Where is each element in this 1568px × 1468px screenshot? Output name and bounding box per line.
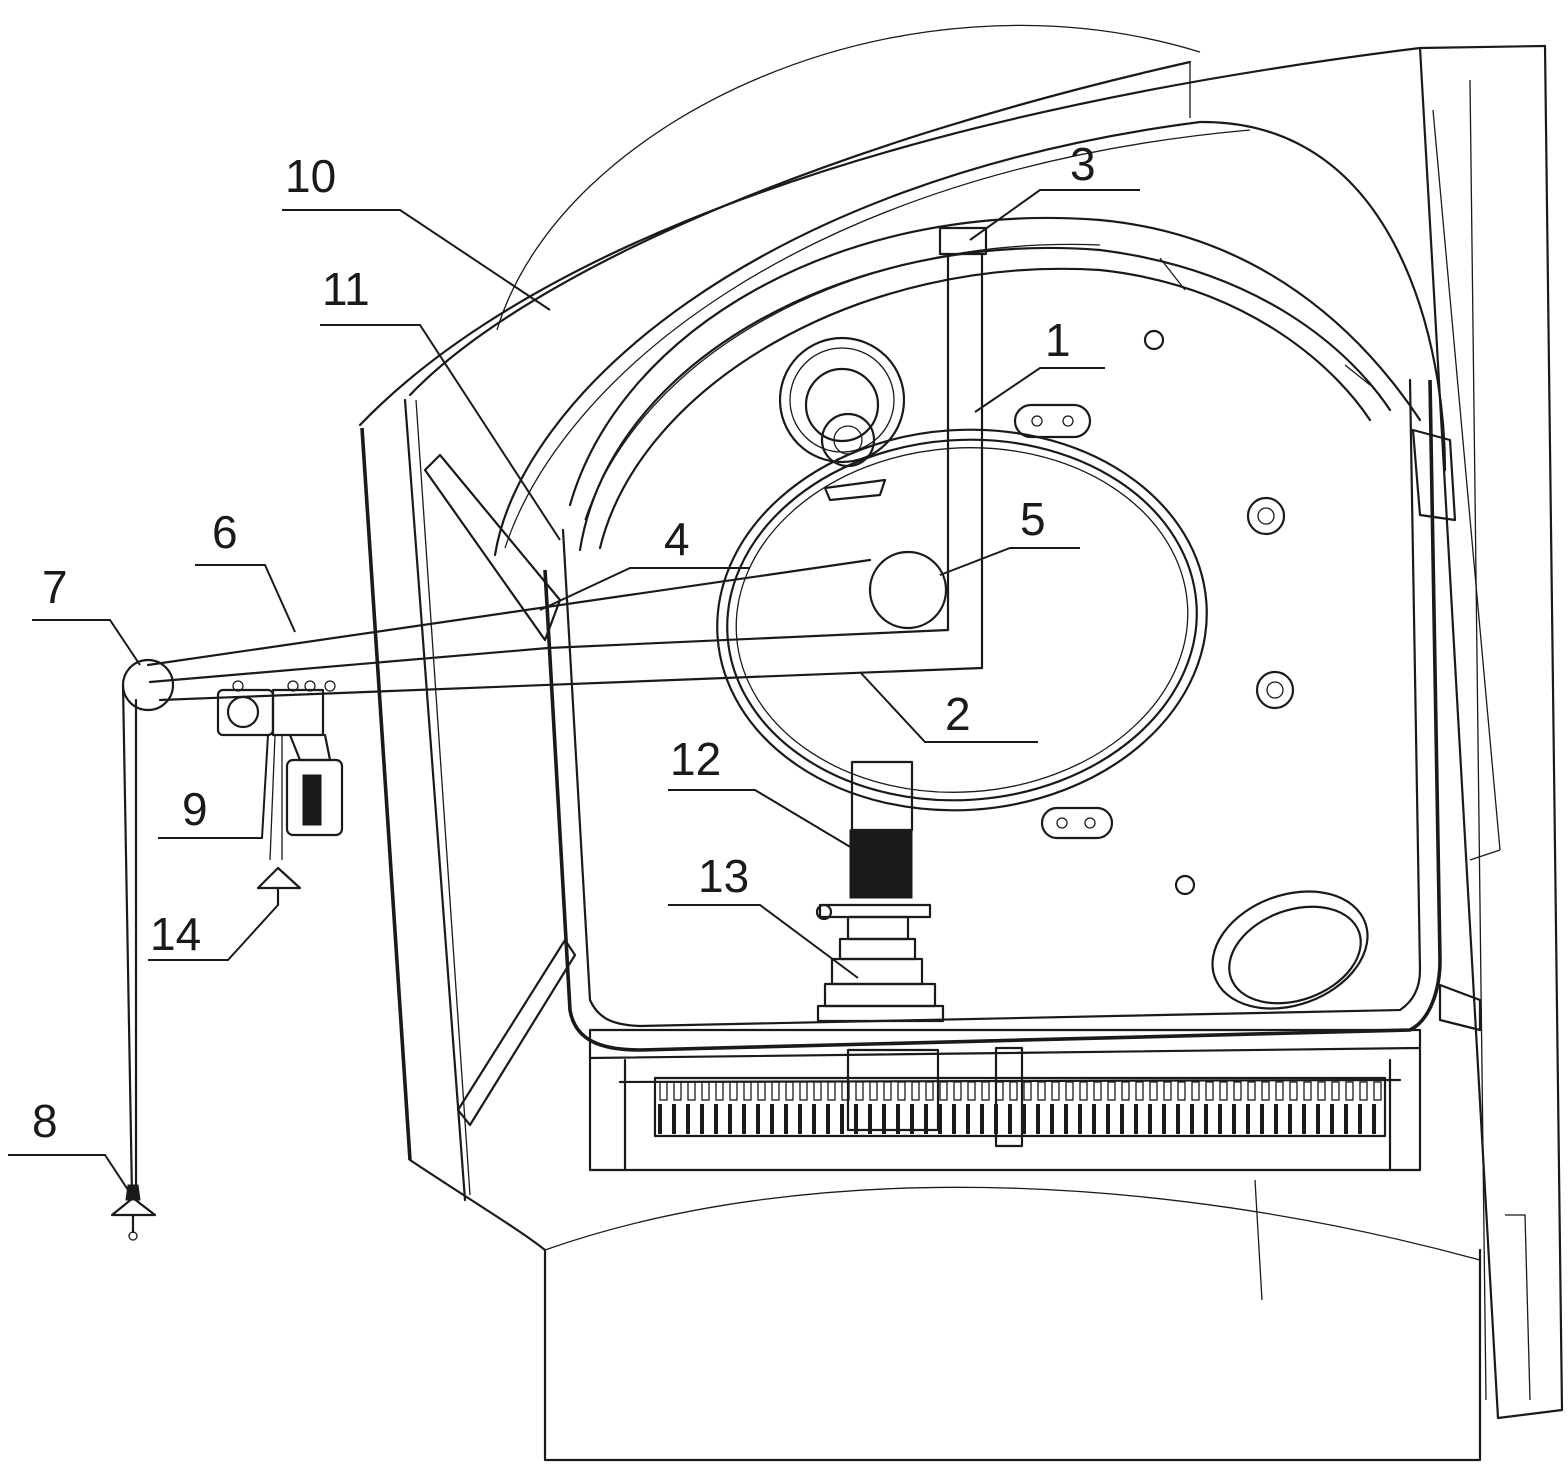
rack-tooth bbox=[715, 1081, 724, 1101]
rack-tooth bbox=[1023, 1081, 1032, 1101]
rack-tooth bbox=[729, 1081, 738, 1101]
rack-tooth bbox=[1317, 1081, 1326, 1101]
callout-3: 3 bbox=[1070, 138, 1096, 190]
callout-10: 10 bbox=[285, 150, 336, 202]
rack-tooth bbox=[897, 1081, 906, 1101]
rack-tooth bbox=[883, 1081, 892, 1101]
callout-11: 11 bbox=[322, 263, 370, 315]
rack-tooth bbox=[771, 1081, 780, 1101]
central-ring bbox=[716, 428, 1208, 812]
rack-tooth bbox=[939, 1081, 948, 1101]
gear-rack bbox=[588, 1028, 1422, 1172]
rack-tooth bbox=[1373, 1081, 1382, 1101]
rack-tooth bbox=[953, 1081, 962, 1101]
rack-tooth bbox=[855, 1081, 864, 1101]
rack-tooth bbox=[1037, 1081, 1046, 1101]
callout-2: 2 bbox=[945, 688, 971, 740]
column-assembly bbox=[815, 760, 945, 1023]
callout-labels: 10 11 3 1 5 4 6 7 2 12 13 9 14 8 bbox=[32, 138, 1096, 1147]
callout-14: 14 bbox=[150, 908, 201, 960]
rack-tooth bbox=[1093, 1081, 1102, 1101]
rack-tooth bbox=[1121, 1081, 1130, 1101]
rack-tooth bbox=[701, 1081, 710, 1101]
rack-tooth bbox=[967, 1081, 976, 1101]
rack-tooth bbox=[1261, 1081, 1270, 1101]
rack-tooth bbox=[659, 1081, 668, 1101]
rack-tooth bbox=[1191, 1081, 1200, 1101]
rack-tooth bbox=[911, 1081, 920, 1101]
rack-tooth bbox=[827, 1081, 836, 1101]
callout-5: 5 bbox=[1020, 493, 1046, 545]
rack-tooth bbox=[981, 1081, 990, 1101]
rack-tooth bbox=[1303, 1081, 1312, 1101]
rack-tooth bbox=[785, 1081, 794, 1101]
rack-tooth bbox=[799, 1081, 808, 1101]
rack-tooth bbox=[1275, 1081, 1284, 1101]
rack-tooth bbox=[1359, 1081, 1368, 1101]
rack-tooth bbox=[925, 1081, 934, 1101]
rack-tooth bbox=[1065, 1081, 1074, 1101]
rack-tooth bbox=[1177, 1081, 1186, 1101]
housing bbox=[358, 24, 1564, 1462]
rack-tooth bbox=[1233, 1081, 1242, 1101]
callout-12: 12 bbox=[670, 733, 721, 785]
rack-tooth bbox=[869, 1081, 878, 1101]
rack-tooth bbox=[1009, 1081, 1018, 1101]
rack-tooth bbox=[757, 1081, 766, 1101]
callout-9: 9 bbox=[182, 783, 208, 835]
rack-tooth bbox=[1079, 1081, 1088, 1101]
rack-tooth bbox=[1051, 1081, 1060, 1101]
rack-tooth bbox=[1345, 1081, 1354, 1101]
rack-tooth bbox=[1247, 1081, 1256, 1101]
hoist-frame bbox=[158, 226, 988, 702]
fasteners bbox=[1013, 329, 1369, 1010]
rack-tooth bbox=[1107, 1081, 1116, 1101]
rack-tooth bbox=[687, 1081, 696, 1101]
rack-tooth bbox=[813, 1081, 822, 1101]
electric-hoist bbox=[216, 680, 344, 907]
rack-tooth bbox=[1219, 1081, 1228, 1101]
leader-lines bbox=[8, 189, 1140, 1191]
rack-tooth bbox=[1149, 1081, 1158, 1101]
callout-6: 6 bbox=[212, 506, 238, 558]
hook-assembly bbox=[110, 1184, 157, 1241]
rack-tooth bbox=[1289, 1081, 1298, 1101]
callout-4: 4 bbox=[664, 513, 690, 565]
rack-tooth bbox=[1135, 1081, 1144, 1101]
arc-track bbox=[568, 216, 1482, 1032]
callout-7: 7 bbox=[42, 561, 68, 613]
rack-tooth bbox=[743, 1081, 752, 1101]
rack-tooth bbox=[1163, 1081, 1172, 1101]
rack-tooth bbox=[673, 1081, 682, 1101]
callout-8: 8 bbox=[32, 1095, 58, 1147]
rack-tooth bbox=[1331, 1081, 1340, 1101]
top-gear bbox=[778, 336, 906, 502]
rack-tooth bbox=[1205, 1081, 1214, 1101]
cables bbox=[121, 558, 872, 1197]
callout-13: 13 bbox=[698, 850, 749, 902]
callout-1: 1 bbox=[1045, 314, 1071, 366]
